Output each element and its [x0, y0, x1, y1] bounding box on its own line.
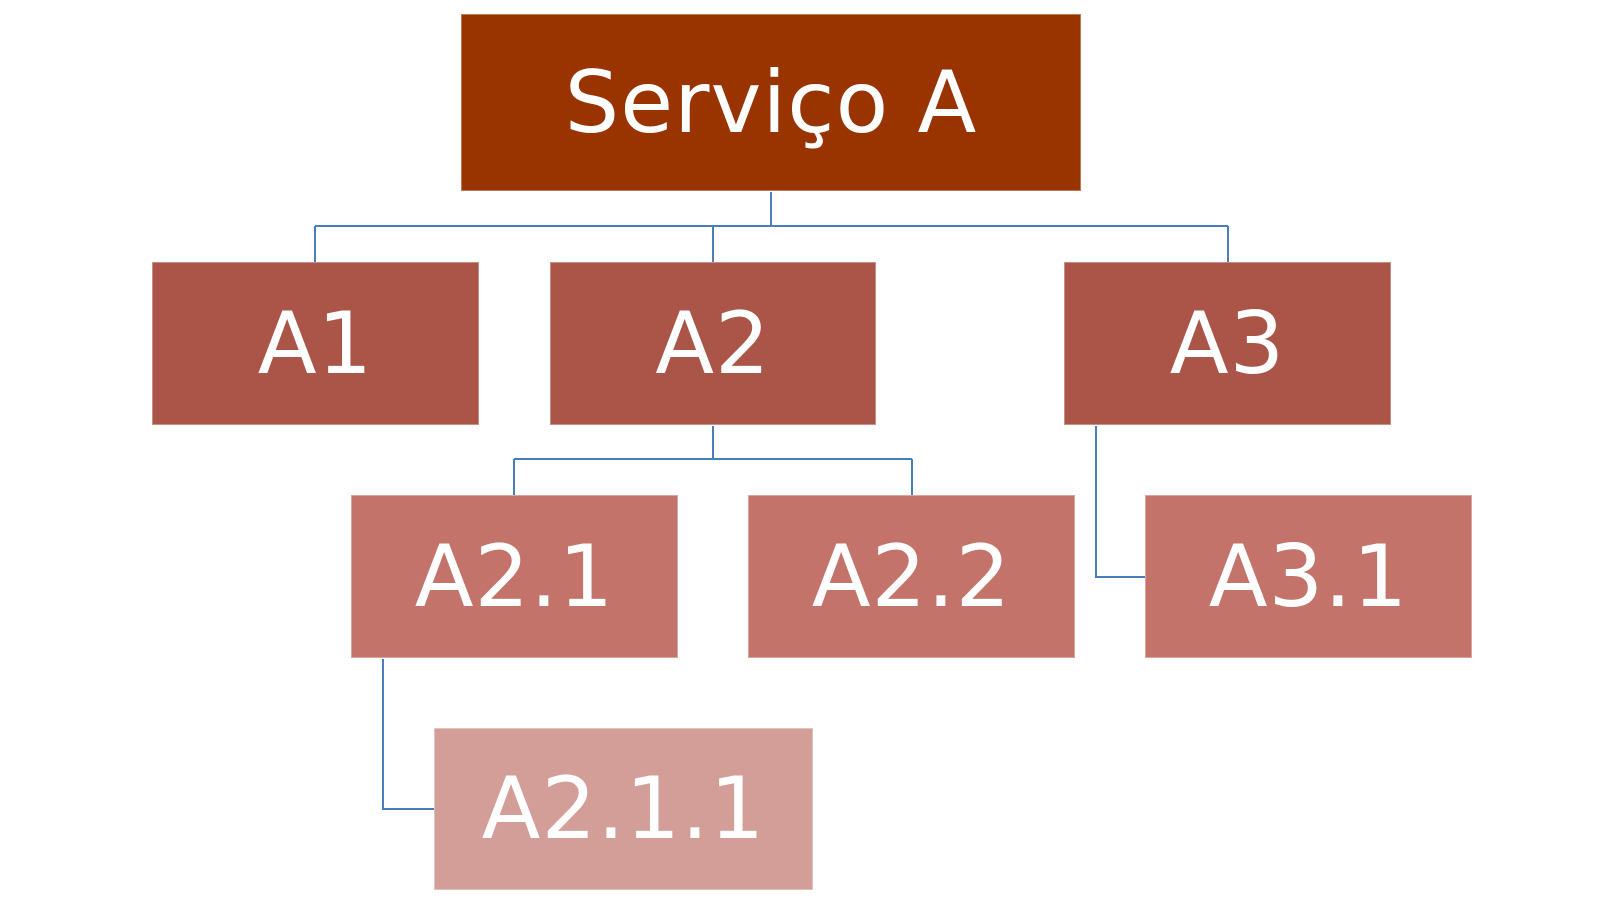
node-label: A2.1.1	[481, 759, 766, 859]
node-label: A3.1	[1208, 526, 1409, 627]
node-label: Serviço A	[564, 52, 978, 153]
node-a2: A2	[550, 262, 876, 425]
connector-a2-1-to-a2-1-1	[382, 659, 434, 810]
node-a2-2: A2.2	[748, 495, 1075, 658]
connector-root-to-children	[314, 192, 1229, 262]
node-label: A2.1	[414, 526, 615, 627]
node-a2-1-1: A2.1.1	[434, 728, 813, 890]
node-a3-1: A3.1	[1145, 495, 1472, 658]
node-a2-1: A2.1	[351, 495, 678, 658]
node-a3: A3	[1064, 262, 1391, 425]
node-label: A2.2	[811, 526, 1012, 627]
connector-a3-to-a3-1	[1095, 426, 1145, 578]
node-label: A1	[257, 293, 374, 394]
node-a1: A1	[152, 262, 479, 425]
node-label: A2	[655, 293, 771, 394]
node-label: A3	[1169, 293, 1286, 394]
node-servico-a: Serviço A	[461, 14, 1081, 191]
connector-a2-to-children	[513, 426, 913, 495]
